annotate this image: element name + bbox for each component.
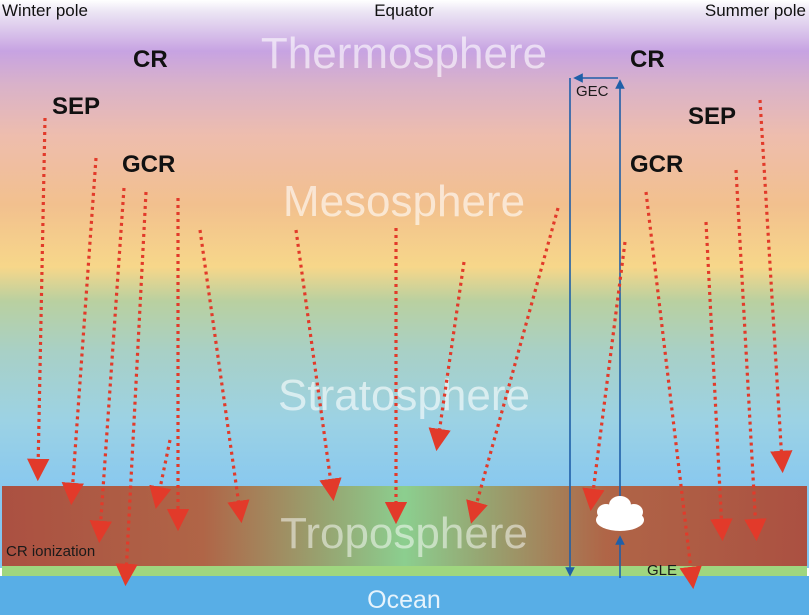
gec-label: GEC: [576, 83, 609, 100]
particle-trajectories: [27, 99, 793, 590]
trajectory-arrow: [294, 229, 342, 502]
winter-pole-label: Winter pole: [2, 1, 88, 20]
trajectory-arrow: [198, 229, 250, 524]
sep-label-summer: SEP: [688, 103, 736, 130]
sep-label-winter: SEP: [52, 93, 100, 120]
ocean-label: Ocean: [367, 586, 441, 614]
summer-pole-label: Summer pole: [705, 1, 806, 20]
gcr-label-winter: GCR: [122, 151, 175, 178]
cloud-icon: [596, 496, 644, 531]
ground-strip: [2, 566, 807, 576]
trajectory-arrow: [115, 191, 148, 587]
trajectory-arrow: [27, 117, 50, 482]
cr-label-winter: CR: [133, 46, 168, 73]
trajectory-arrow: [428, 261, 466, 452]
trajectory-arrow: [704, 221, 733, 542]
equator-label: Equator: [374, 1, 434, 20]
troposphere-band: [2, 486, 807, 568]
trajectory-arrow: [61, 157, 98, 506]
cr-ionization-label: CR ionization: [6, 543, 95, 560]
sky-background: [0, 0, 809, 568]
troposphere-label: Troposphere: [280, 509, 528, 558]
trajectory-arrow: [644, 191, 702, 590]
trajectory-arrow: [758, 99, 793, 474]
gcr-label-summer: GCR: [630, 151, 683, 178]
thermosphere-label: Thermosphere: [261, 29, 547, 78]
mesosphere-label: Mesosphere: [283, 177, 525, 226]
trajectory-arrow: [89, 187, 126, 544]
cr-label-summer: CR: [630, 46, 665, 73]
trajectory-arrow: [149, 439, 172, 509]
trajectory-arrow: [582, 241, 627, 512]
gle-label: GLE: [647, 562, 677, 579]
